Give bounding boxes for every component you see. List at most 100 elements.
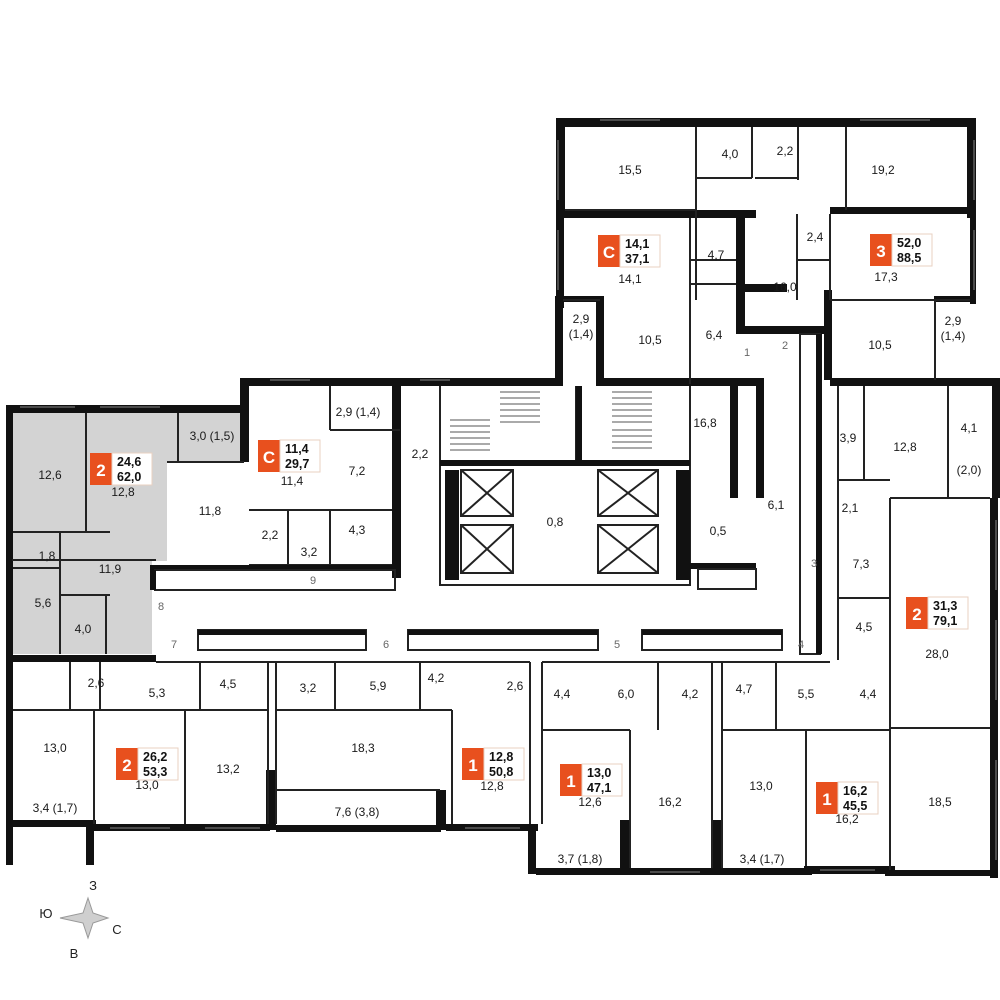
room-area: 3,7 (1,8): [558, 852, 603, 866]
room-area: 17,3: [874, 270, 898, 284]
room-area: 5,6: [35, 596, 52, 610]
highlighted-balcony: [178, 414, 244, 460]
room-area: 4,7: [708, 248, 725, 262]
room-area: 2,6: [507, 679, 524, 693]
room-area: 15,5: [618, 163, 642, 177]
room-area: 7,2: [349, 464, 366, 478]
unit-living-area: 31,3: [933, 599, 957, 613]
unit-total-area: 37,1: [625, 252, 649, 266]
unit-total-area: 45,5: [843, 799, 867, 813]
room-area: 13,0: [43, 741, 67, 755]
unit-total-area: 47,1: [587, 781, 611, 795]
room-area: 11,8: [199, 504, 222, 518]
room-area: 2,9: [573, 312, 590, 326]
door-number: 5: [614, 639, 620, 651]
room-area: 4,4: [554, 687, 571, 701]
room-area: 16,2: [835, 812, 859, 826]
room-area: 4,4: [860, 687, 877, 701]
unit-living-area: 11,4: [285, 442, 309, 456]
unit-badge[interactable]: 2 24,6 62,0: [90, 452, 153, 486]
room-area: 12,6: [38, 468, 62, 482]
unit-type: С: [603, 243, 615, 262]
unit-total-area: 79,1: [933, 614, 957, 628]
room-area: 12,8: [893, 440, 917, 454]
room-area: 4,2: [428, 671, 445, 685]
room-area: 16,0: [773, 280, 797, 294]
room-area: 6,0: [618, 687, 635, 701]
unit-badge[interactable]: 2 31,3 79,1: [906, 596, 969, 630]
room-area: 2,4: [807, 230, 824, 244]
unit-living-area: 14,1: [625, 237, 649, 251]
unit-type: 1: [566, 772, 575, 791]
room-area: 18,5: [928, 795, 952, 809]
room-area: 13,0: [135, 778, 159, 792]
room-area: 16,2: [658, 795, 682, 809]
unit-total-area: 53,3: [143, 765, 167, 779]
room-area: 11,4: [281, 474, 304, 488]
room-area: 3,9: [840, 431, 857, 445]
unit-type: 2: [96, 461, 105, 480]
unit-living-area: 12,8: [489, 750, 513, 764]
compass-north: З: [89, 878, 97, 893]
room-area: 4,5: [856, 620, 873, 634]
unit-badge[interactable]: 2 26,2 53,3: [116, 747, 179, 781]
room-area: 4,0: [75, 622, 92, 636]
unit-type: 1: [822, 790, 831, 809]
room-area: 6,1: [768, 498, 785, 512]
compass-west: Ю: [39, 906, 52, 921]
room-area: 12,8: [480, 779, 504, 793]
room-area: (2,0): [957, 463, 982, 477]
room-area: 10,5: [638, 333, 662, 347]
room-area: 2,2: [412, 447, 429, 461]
unit-type: 2: [122, 756, 131, 775]
unit-total-area: 62,0: [117, 470, 141, 484]
unit-type: 1: [468, 756, 477, 775]
compass: З Ю С В: [39, 878, 121, 961]
room-area: (1,4): [569, 327, 594, 341]
unit-badge[interactable]: 1 13,0 47,1: [560, 763, 623, 797]
room-labels: 15,5 4,0 2,2 19,2 14,1 4,7 2,4 17,3 16,0…: [33, 144, 982, 866]
room-area: 4,2: [682, 687, 699, 701]
unit-badge[interactable]: 1 16,2 45,5: [816, 781, 879, 815]
room-area: 2,9: [945, 314, 962, 328]
unit-badge[interactable]: 3 52,0 88,5: [870, 233, 933, 267]
room-area: 2,6: [88, 676, 105, 690]
room-area: 2,2: [262, 528, 279, 542]
compass-east: С: [112, 922, 121, 937]
compass-rose-icon: [59, 896, 110, 940]
room-area: (1,4): [941, 329, 966, 343]
room-area: 12,8: [111, 485, 135, 499]
room-area: 2,2: [777, 144, 794, 158]
unit-total-area: 88,5: [897, 251, 921, 265]
unit-living-area: 52,0: [897, 236, 921, 250]
room-area: 4,3: [349, 523, 366, 537]
unit-living-area: 13,0: [587, 766, 611, 780]
room-area: 16,8: [693, 416, 717, 430]
room-area: 12,6: [578, 795, 602, 809]
room-area: 0,5: [710, 524, 727, 538]
unit-total-area: 29,7: [285, 457, 309, 471]
door-number: 6: [383, 639, 389, 651]
windows: [20, 119, 997, 873]
room-area: 18,3: [351, 741, 375, 755]
room-area: 4,7: [736, 682, 753, 696]
room-area: 3,2: [301, 545, 318, 559]
unit-badge[interactable]: 1 12,8 50,8: [462, 747, 525, 781]
door-number: 9: [310, 575, 316, 587]
room-area: 3,0 (1,5): [190, 429, 235, 443]
room-area: 2,1: [842, 501, 859, 515]
room-area: 0,8: [547, 515, 564, 529]
door-number: 3: [811, 558, 817, 570]
room-area: 7,6 (3,8): [335, 805, 380, 819]
highlighted-apartment[interactable]: [12, 410, 244, 654]
unit-badge[interactable]: С 11,4 29,7: [258, 439, 321, 473]
unit-badge[interactable]: С 14,1 37,1: [598, 234, 661, 268]
room-area: 10,5: [868, 338, 892, 352]
door-number: 4: [798, 639, 804, 651]
room-area: 14,1: [618, 272, 642, 286]
room-area: 13,2: [216, 762, 240, 776]
room-area: 5,9: [370, 679, 387, 693]
room-area: 4,1: [961, 421, 978, 435]
apartment-badges[interactable]: 2 24,6 62,0 С 11,4 29,7 С 14,1 37,1 3 52…: [90, 233, 969, 815]
